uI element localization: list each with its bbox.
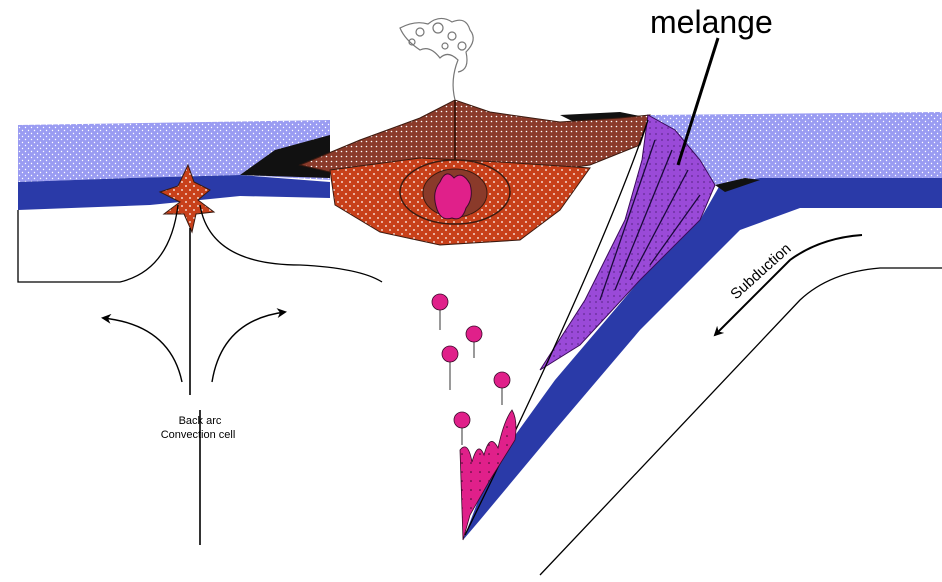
convection-arrow-left <box>103 318 182 382</box>
ash-plume <box>400 18 473 100</box>
melange-label: melange <box>650 4 773 40</box>
magma-diapirs <box>432 294 510 445</box>
subducting-slab <box>463 178 942 540</box>
convection-cell-left <box>18 205 382 545</box>
subduction-label: Subduction <box>727 240 794 303</box>
back-arc-label: Back arc <box>179 415 222 427</box>
convection-arrow-right <box>212 312 285 382</box>
convection-cell-label: Convection cell <box>161 429 236 441</box>
